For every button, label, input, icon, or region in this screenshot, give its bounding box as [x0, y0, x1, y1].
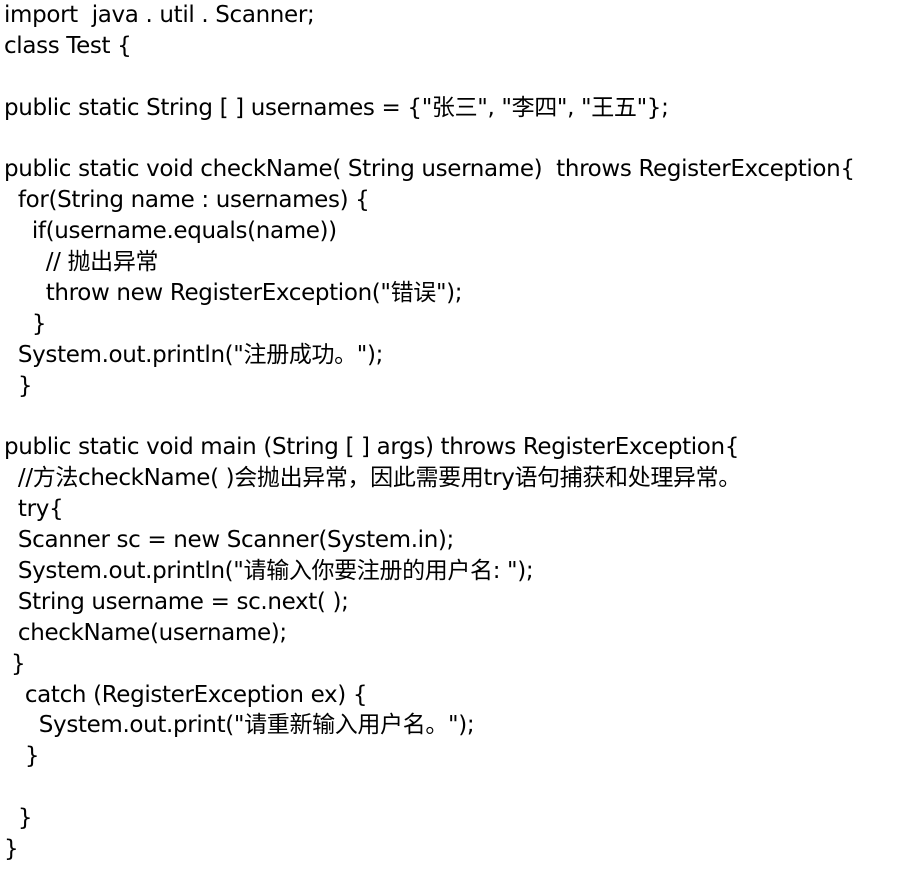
code-line-26	[4, 772, 898, 803]
code-line-5	[4, 124, 898, 155]
code-line-16: //方法checkName( )会抛出异常，因此需要用try语句捕获和处理异常。	[4, 465, 741, 492]
code-line-4: public static String [ ] usernames = {"张…	[4, 94, 669, 121]
code-line-12: System.out.println("注册成功。");	[4, 341, 384, 368]
code-line-10: throw new RegisterException("错误");	[4, 280, 463, 307]
code-line-28: }	[4, 836, 19, 863]
code-line-24: System.out.print("请重新输入用户名。");	[4, 712, 475, 739]
code-line-17: try{	[4, 496, 64, 523]
code-line-19: System.out.println("请输入你要注册的用户名: ");	[4, 558, 534, 585]
code-line-8: if(username.equals(name))	[4, 218, 337, 245]
code-line-27: }	[4, 805, 33, 832]
code-line-20: String username = sc.next( );	[4, 588, 349, 615]
code-line-21: checkName(username);	[4, 619, 287, 646]
code-document: import java . util . Scanner; class Test…	[4, 0, 898, 875]
code-line-1: import java . util . Scanner;	[4, 2, 315, 28]
code-line-25: }	[4, 743, 40, 770]
code-line-15: public static void main (String [ ] args…	[4, 434, 740, 461]
code-line-11: }	[4, 310, 47, 337]
code-line-2: class Test {	[4, 32, 132, 59]
code-line-18: Scanner sc = new Scanner(System.in);	[4, 527, 454, 554]
code-line-9: // 抛出异常	[4, 249, 159, 276]
code-line-3	[4, 62, 898, 93]
code-line-22: }	[4, 650, 26, 677]
code-line-7: for(String name : usernames) {	[4, 187, 370, 214]
code-line-23: catch (RegisterException ex) {	[4, 681, 368, 708]
code-line-13: }	[4, 372, 33, 399]
code-line-14	[4, 402, 898, 433]
code-line-6: public static void checkName( String use…	[4, 156, 855, 183]
